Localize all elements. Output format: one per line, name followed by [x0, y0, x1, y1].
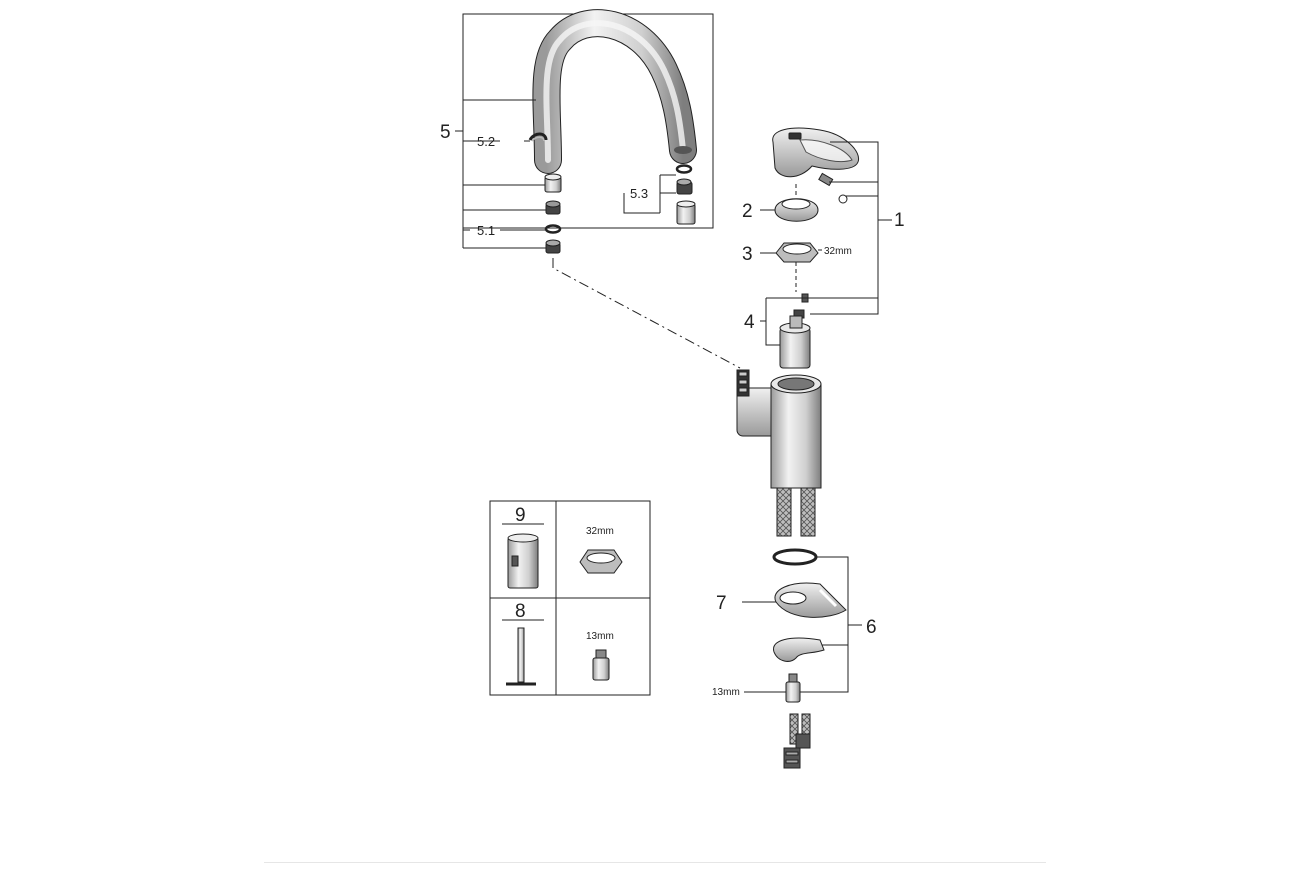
mounting-plate-part [774, 582, 847, 618]
nut-tool-32 [579, 549, 623, 574]
callout-5-1: 5.1 [477, 223, 495, 238]
spout-part [532, 9, 697, 174]
dimension-nut-32mm: 32mm [824, 246, 852, 257]
callout-4: 4 [744, 312, 755, 333]
callout-labels: 5 5.2 5.1 5.3 1 2 3 4 6 7 9 8 32mm 13mm … [440, 122, 905, 698]
cartridge-part [779, 293, 811, 369]
dimension-fitting-13mm: 13mm [712, 687, 740, 698]
assembly-guide-line [552, 258, 741, 369]
callout-8: 8 [515, 601, 526, 622]
callout-5: 5 [440, 122, 451, 143]
callout-6: 6 [866, 617, 877, 638]
horseshoe-washer-part [773, 637, 825, 662]
leader-lines-spout [455, 99, 676, 249]
dimension-tool-13mm: 13mm [586, 631, 614, 642]
supply-hoses-part [783, 713, 811, 769]
leader-lines-bottom [742, 556, 862, 693]
tools-grid [489, 500, 651, 696]
fixing-stud-part [785, 673, 801, 703]
callout-7: 7 [716, 593, 727, 614]
dimension-tool-32mm: 32mm [586, 526, 614, 537]
lever-handle-part [772, 127, 860, 178]
callout-3: 3 [742, 244, 753, 265]
grub-screw-part [818, 172, 848, 204]
stud-tool-13 [592, 649, 610, 681]
clip-part-5-2 [528, 132, 548, 142]
callout-5-2: 5.2 [477, 134, 495, 149]
callout-9: 9 [515, 505, 526, 526]
o-ring-part [772, 548, 818, 566]
aerator-stack [544, 173, 562, 254]
footer-divider [264, 862, 1046, 863]
cartridge-tool-9 [507, 533, 539, 589]
cover-cap-part [774, 198, 819, 222]
callout-5-3: 5.3 [630, 186, 648, 201]
callout-1: 1 [894, 210, 905, 231]
tap-body-part [736, 369, 822, 537]
callout-2: 2 [742, 201, 753, 222]
leader-lines-handle [760, 141, 892, 346]
aerator-stack-5-3 [675, 164, 696, 225]
threaded-nut-part [775, 242, 819, 263]
key-tool-8 [506, 627, 536, 686]
